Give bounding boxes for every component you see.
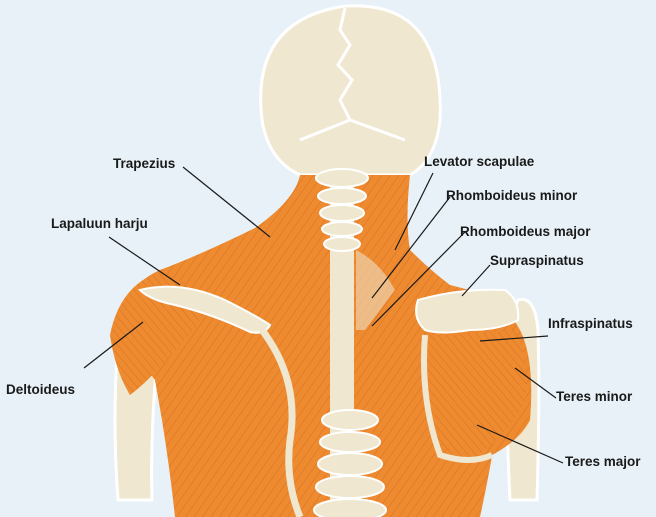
skull xyxy=(261,6,441,175)
label-deltoideus: Deltoideus xyxy=(6,383,75,397)
label-trapezius: Trapezius xyxy=(113,157,175,171)
label-rhomboideus-minor: Rhomboideus minor xyxy=(446,189,577,203)
label-teres-major: Teres major xyxy=(565,455,641,469)
label-levator-scapulae: Levator scapulae xyxy=(424,155,534,169)
label-rhomboideus-major: Rhomboideus major xyxy=(460,225,591,239)
label-supraspinatus: Supraspinatus xyxy=(490,254,584,268)
label-infraspinatus: Infraspinatus xyxy=(548,317,633,331)
leader-lapaluun-harju xyxy=(109,237,180,285)
scapula-right xyxy=(416,290,518,333)
leader-trapezius xyxy=(183,167,270,237)
label-teres-minor: Teres minor xyxy=(556,390,632,404)
label-lapaluun-harju: Lapaluun harju xyxy=(51,217,148,231)
